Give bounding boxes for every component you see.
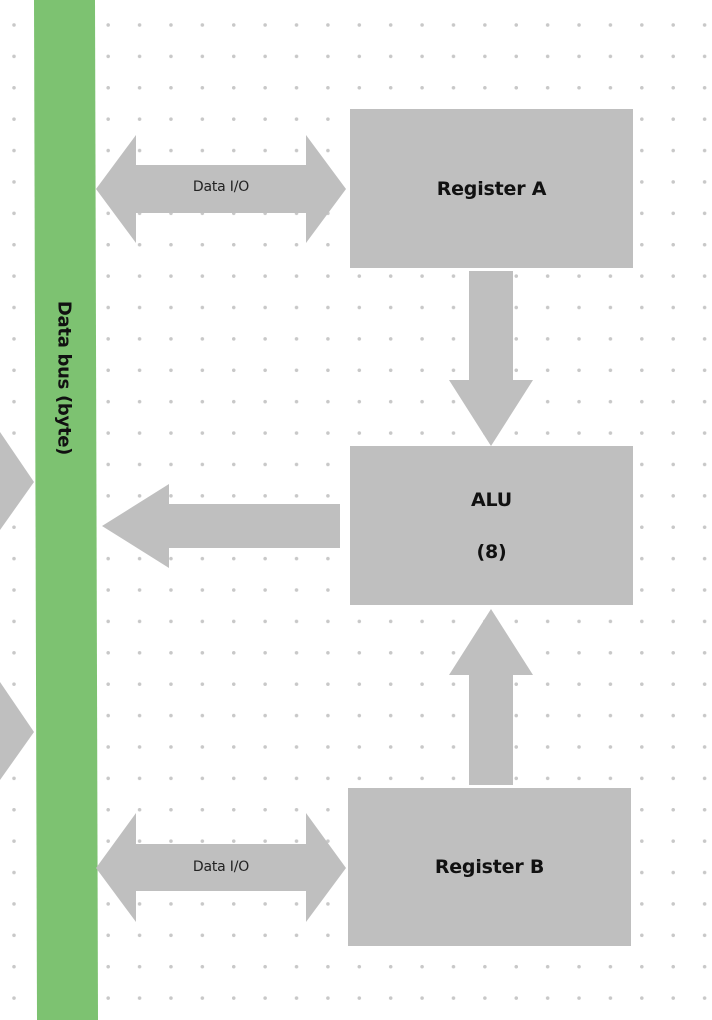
register-b-to-alu-arrow[interactable] <box>449 609 533 785</box>
alu-label: ALU <box>471 488 512 511</box>
register-b-block[interactable]: Register B <box>348 788 631 946</box>
register-a-to-alu-arrow[interactable] <box>449 271 533 446</box>
register-b-label: Register B <box>434 856 545 878</box>
register-a-io-label: Data I/O <box>192 179 250 195</box>
data-bus-bar[interactable] <box>34 0 98 1020</box>
alu-to-bus-arrow[interactable] <box>102 484 340 568</box>
alu-width-label: (8) <box>476 540 507 563</box>
register-b-io-label: Data I/O <box>192 859 250 875</box>
alu-block[interactable]: ALU (8) <box>350 446 633 605</box>
offscreen-arrow-lower[interactable] <box>0 682 34 780</box>
register-b-io-arrow[interactable] <box>96 813 346 922</box>
data-bus-label: Data bus (byte) <box>53 300 75 456</box>
register-a-block[interactable]: Register A <box>350 109 633 268</box>
register-a-label: Register A <box>436 177 547 200</box>
offscreen-arrow-upper[interactable] <box>0 432 34 530</box>
register-a-io-arrow[interactable] <box>96 135 346 243</box>
